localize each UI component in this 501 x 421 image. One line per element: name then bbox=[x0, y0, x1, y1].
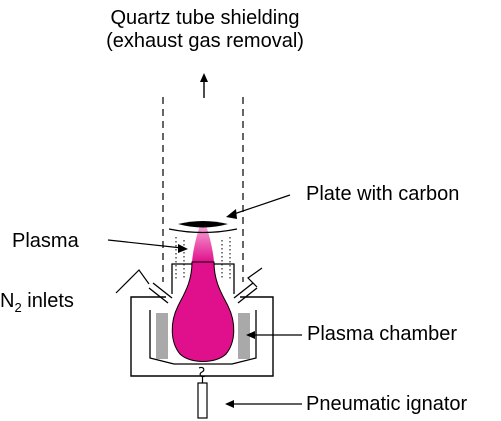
pointers bbox=[107, 194, 302, 405]
plate-pointer bbox=[230, 194, 291, 216]
n2-pointer-right bbox=[247, 267, 263, 288]
carbon-plate bbox=[168, 221, 238, 234]
n2-inlets-label: N2 inlets bbox=[0, 289, 74, 315]
n2-inlet-left bbox=[148, 282, 173, 304]
pneumatic-ignator bbox=[197, 366, 208, 419]
plasma-plume bbox=[192, 225, 214, 262]
quartz-tube-label-line1: Quartz tube shielding bbox=[110, 7, 300, 29]
plasma-label: Plasma bbox=[12, 230, 79, 252]
plasma-pointer bbox=[107, 239, 183, 249]
plasma-dotted-guides bbox=[175, 237, 231, 280]
quartz-tube bbox=[162, 97, 244, 282]
n2-suffix: inlets bbox=[21, 290, 74, 312]
n2-pointer-left bbox=[115, 269, 150, 294]
plasma-bulb bbox=[171, 261, 235, 362]
electrode-right bbox=[238, 313, 250, 359]
n2-subscript: 2 bbox=[14, 300, 22, 315]
plate-label: Plate with carbon bbox=[306, 183, 460, 205]
n2-inlet-right bbox=[233, 282, 258, 304]
pneumatic-ignator-label: Pneumatic ignator bbox=[306, 393, 468, 415]
n2-symbol: N bbox=[0, 290, 15, 312]
plasma-chamber-label: Plasma chamber bbox=[307, 323, 458, 345]
exhaust-arrow bbox=[200, 73, 208, 98]
electrode-left bbox=[156, 313, 168, 359]
quartz-tube-label-line2: (exhaust gas removal) bbox=[106, 30, 304, 52]
pointer-arrowheads bbox=[178, 209, 255, 408]
